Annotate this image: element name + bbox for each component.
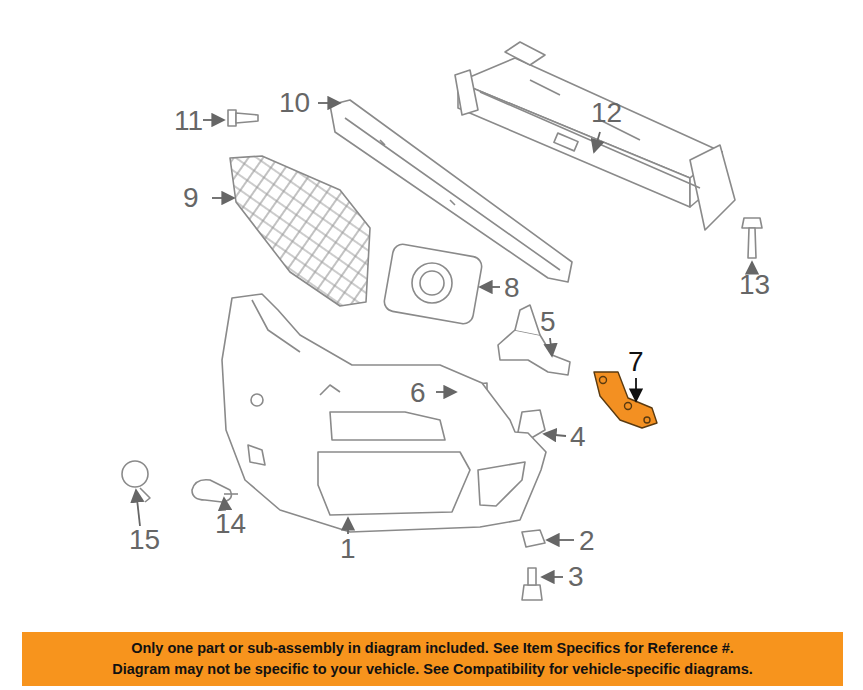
callout-number: 6 — [410, 379, 426, 407]
callout-number: 5 — [540, 308, 556, 336]
callout-number: 3 — [568, 563, 584, 591]
callout-number: 8 — [504, 274, 520, 302]
notice-text: Only one part or sub-assembly in diagram… — [131, 638, 734, 659]
notice-text: Diagram may not be specific to your vehi… — [112, 659, 753, 680]
callout-number: 10 — [279, 89, 310, 117]
callout-number: 1 — [340, 535, 356, 563]
callout-number: 13 — [739, 271, 770, 299]
notice-banner: Only one part or sub-assembly in diagram… — [22, 632, 843, 686]
callout-number: 4 — [570, 423, 586, 451]
callout-number: 15 — [129, 526, 160, 554]
callout-number: 12 — [591, 99, 622, 127]
callout-number: 14 — [215, 510, 246, 538]
callout-number: 9 — [183, 184, 199, 212]
callout-number: 11 — [174, 107, 203, 135]
callout-number: 2 — [579, 527, 595, 555]
callout-number: 7 — [628, 348, 644, 376]
